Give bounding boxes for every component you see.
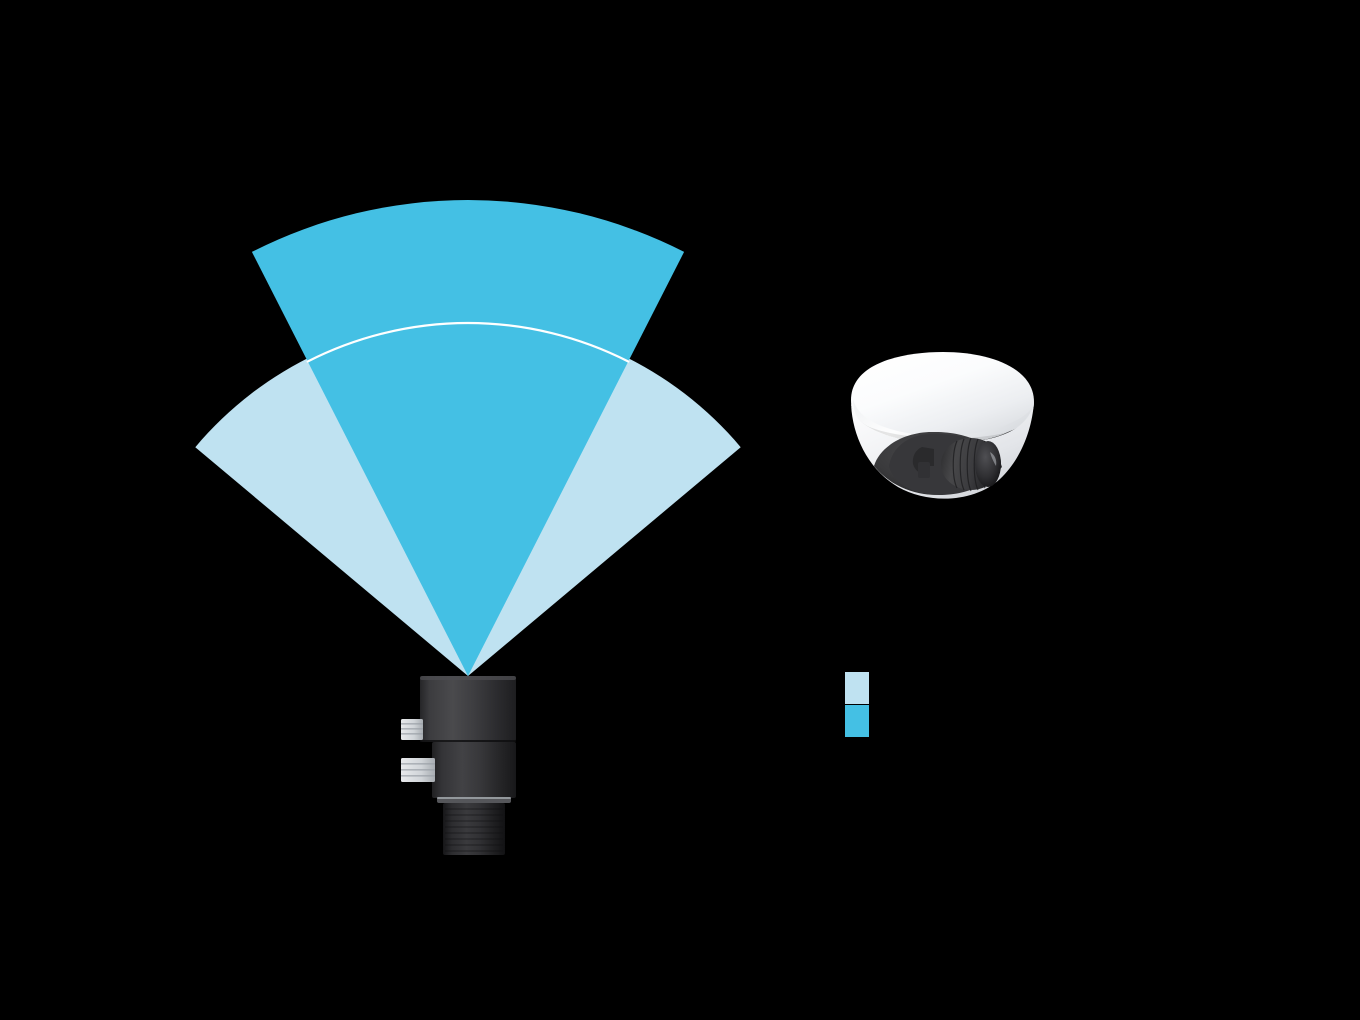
lens-upper-top-edge: [420, 676, 516, 680]
dome-lens-glass: [975, 441, 1001, 487]
dome-top-cap: [851, 352, 1034, 439]
fov-diagram: [195, 200, 741, 677]
dome-camera-target[interactable]: [838, 344, 1040, 508]
legend-swatch-telephoto[interactable]: [845, 705, 869, 737]
lens-adjust-screw-bottom[interactable]: [401, 758, 435, 782]
lens-adjust-screw-top[interactable]: [401, 719, 423, 740]
legend-swatch-wide-angle[interactable]: [845, 672, 869, 704]
dome-camera[interactable]: [851, 352, 1034, 499]
lens-flange-highlight: [437, 797, 511, 799]
fov-legend[interactable]: [845, 672, 869, 737]
dome-rim-highlight: [853, 399, 1034, 444]
lens-upper-body: [420, 676, 516, 742]
legend-swatch-telephoto-target[interactable]: [845, 705, 869, 737]
dome-lens-glass-glint: [990, 452, 997, 466]
fov-tele-sector[interactable]: [251, 200, 685, 677]
lens-thread-lines: [445, 808, 503, 852]
varifocal-lens-target[interactable]: [396, 672, 528, 858]
varifocal-lens[interactable]: [401, 676, 516, 855]
lens-mid-body: [432, 742, 516, 798]
dome-module-tab: [918, 462, 930, 478]
fov-wide-sector-target[interactable]: [196, 318, 744, 680]
lens-seam-upper: [420, 740, 516, 742]
lens-threaded-barrel: [443, 803, 505, 855]
legend-swatch-wide-angle-target[interactable]: [845, 672, 869, 704]
fov-arc-divider: [306, 321, 630, 363]
